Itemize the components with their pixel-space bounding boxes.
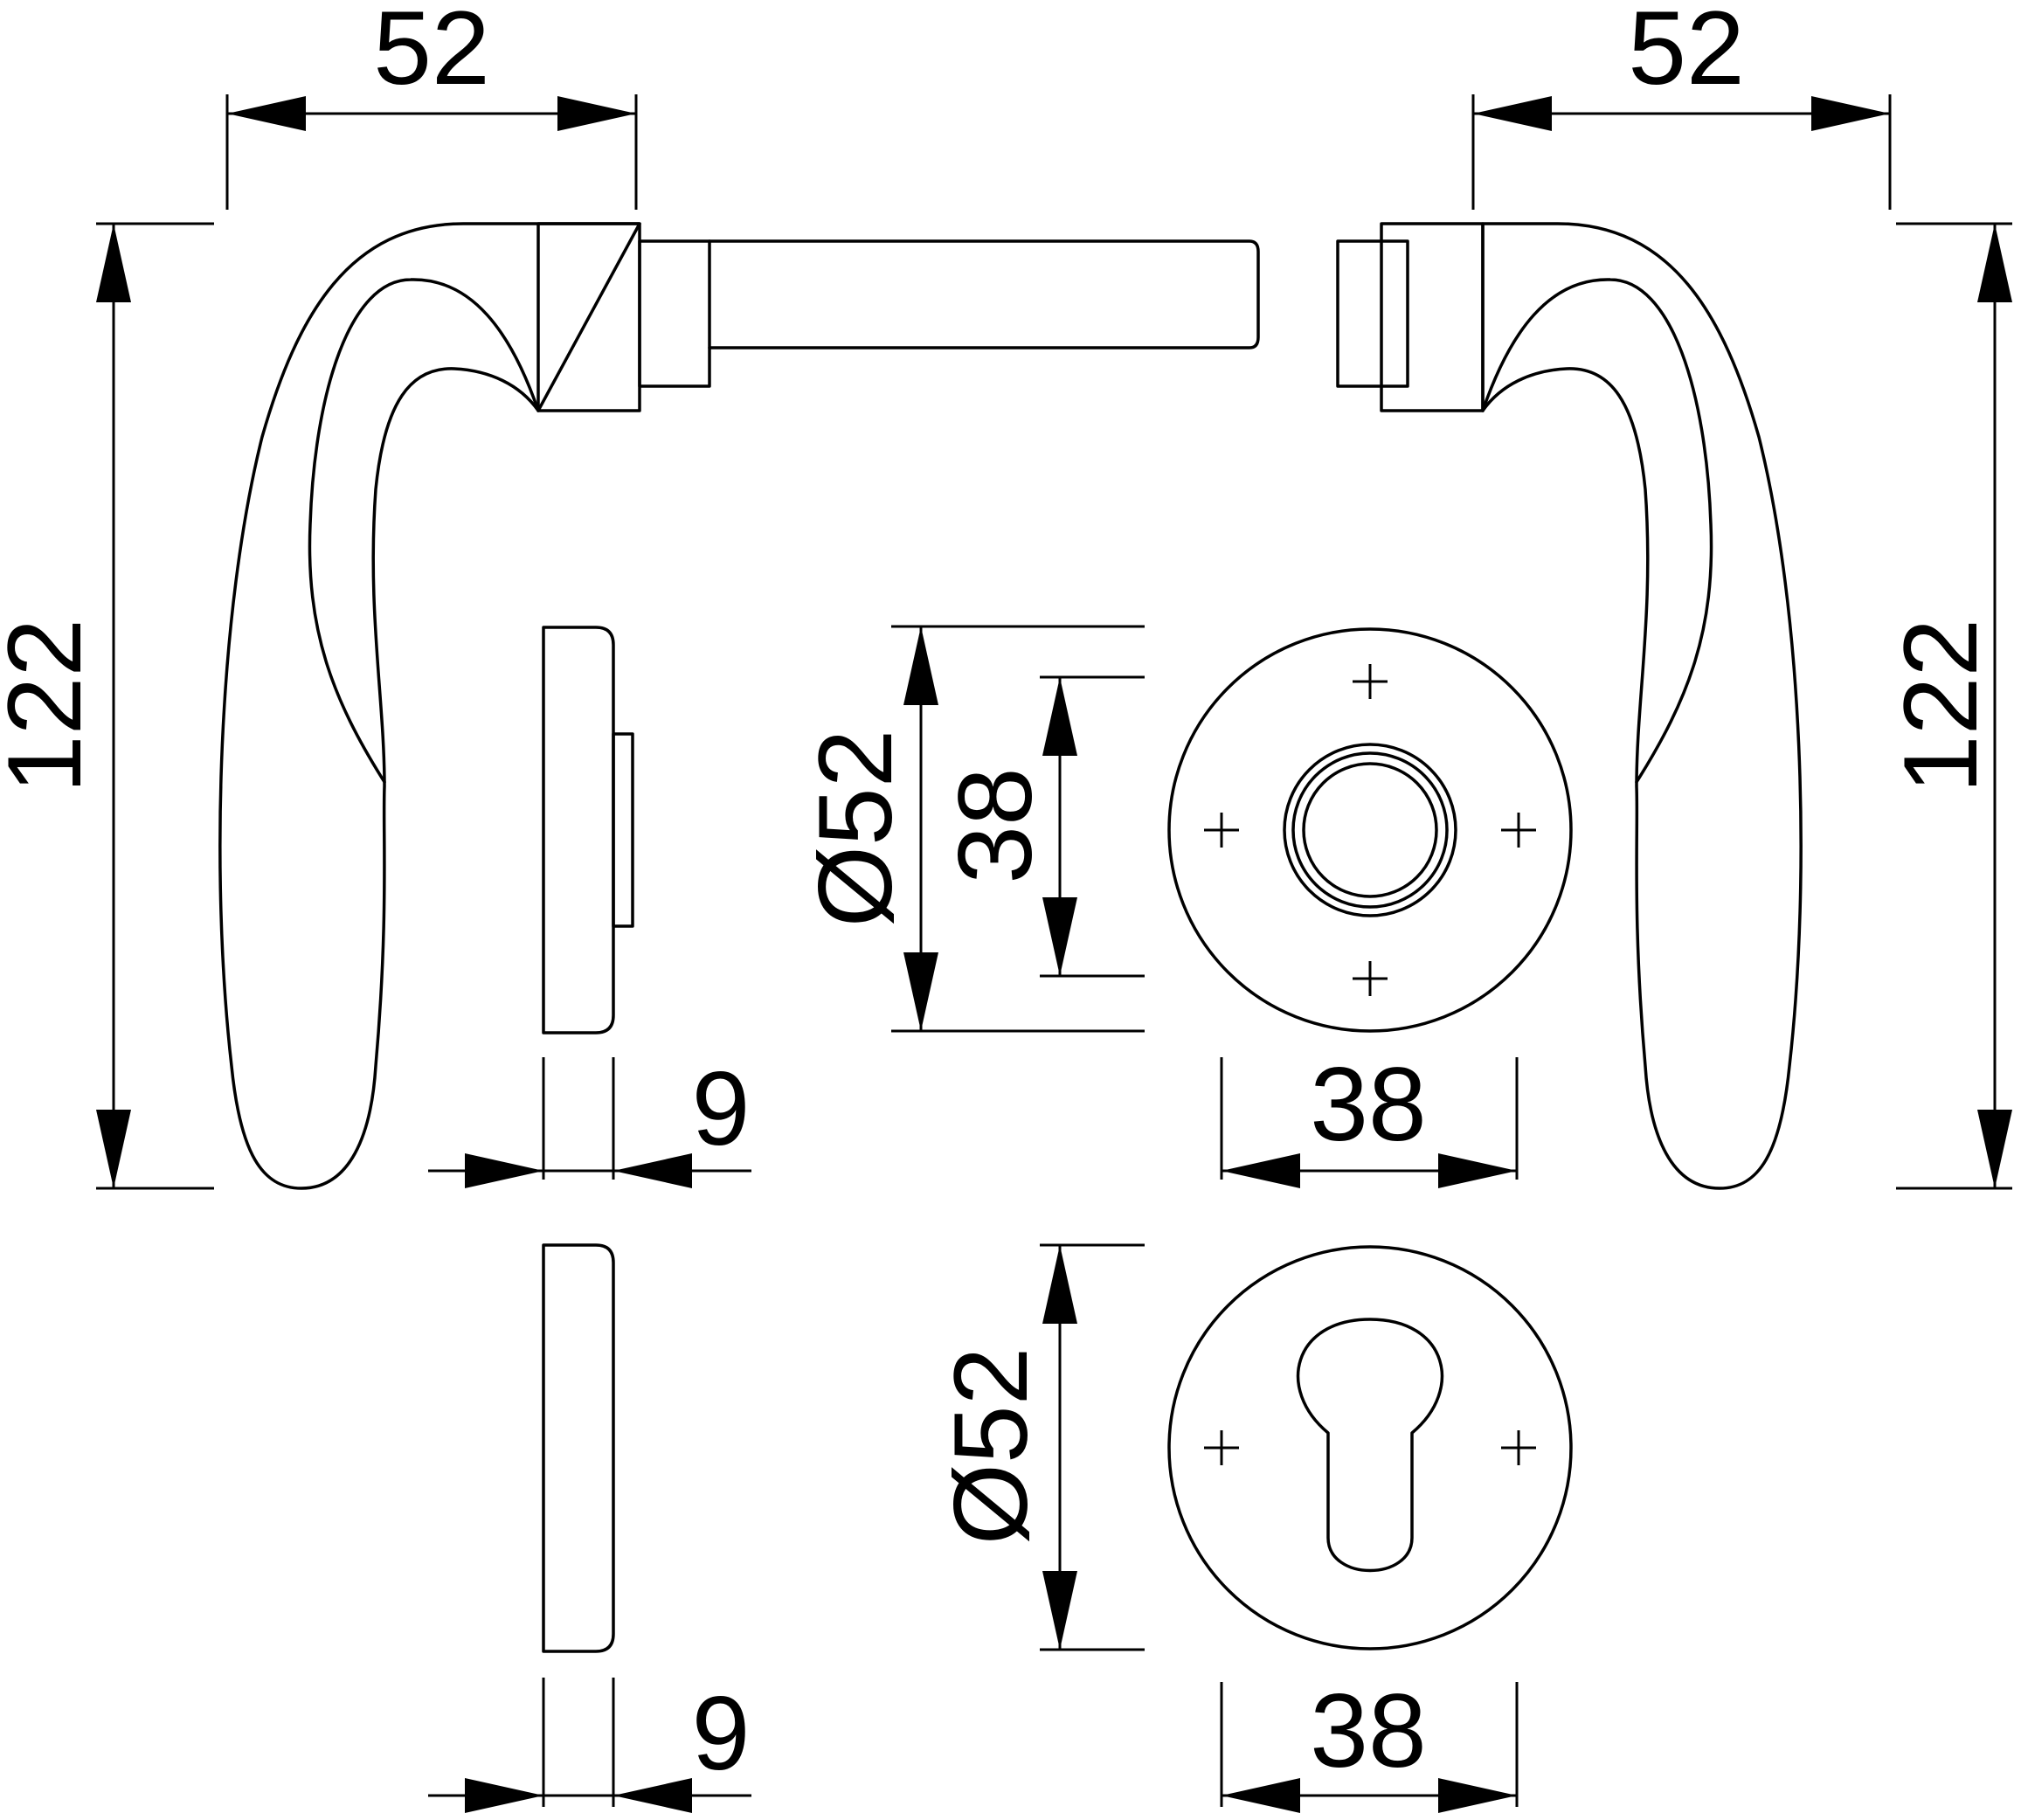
bottom-rose-diameter-label: Ø52 bbox=[932, 1347, 1049, 1546]
left-handle-dimensions: 52 122 bbox=[0, 0, 638, 1190]
cylinder-keyhole bbox=[1296, 1318, 1444, 1573]
top-rose-thickness-label: 9 bbox=[692, 1050, 751, 1167]
left-handle-width-label: 52 bbox=[373, 0, 489, 107]
bottom-rose-thickness-label: 9 bbox=[692, 1675, 751, 1792]
left-handle-lever bbox=[218, 222, 641, 1190]
right-handle-height-label: 122 bbox=[1882, 619, 1999, 793]
right-handle-lever bbox=[1481, 222, 1803, 1190]
right-handle-neck bbox=[1380, 222, 1485, 412]
bottom-rose-outer-circle bbox=[1167, 1245, 1573, 1650]
right-handle-width-label: 52 bbox=[1628, 0, 1744, 107]
bottom-rose-screw-marks bbox=[1204, 1430, 1536, 1465]
top-rose-outer-circle bbox=[1167, 627, 1573, 1033]
left-handle bbox=[218, 222, 1260, 1190]
bottom-rose-width-label: 38 bbox=[1310, 1672, 1426, 1789]
bottom-rose-front-view: Ø52 38 bbox=[932, 1243, 1573, 1813]
top-rose-screw-marks bbox=[1204, 664, 1536, 996]
right-handle-ridge bbox=[1481, 278, 1713, 784]
bottom-rose-side-view: 9 bbox=[428, 1243, 751, 1813]
top-rose-diameter-label: Ø52 bbox=[797, 730, 914, 928]
top-rose-ring-outer bbox=[1283, 743, 1457, 917]
top-rose-inner-ring-profile bbox=[612, 732, 634, 928]
left-handle-height-label: 122 bbox=[0, 619, 103, 793]
bottom-rose-profile bbox=[542, 1243, 615, 1653]
top-rose-profile bbox=[542, 626, 615, 1035]
top-rose-ring-inner bbox=[1302, 762, 1438, 898]
top-rose-ring-mid bbox=[1291, 751, 1449, 909]
top-rose-inner-diameter-label: 38 bbox=[937, 767, 1054, 883]
right-handle-dimensions: 52 122 bbox=[1471, 0, 2012, 1190]
top-rose-front-view: Ø52 38 38 bbox=[797, 625, 1573, 1188]
right-handle bbox=[1336, 222, 1803, 1190]
right-handle-collar bbox=[1336, 239, 1409, 388]
top-rose-side-view: 9 bbox=[428, 626, 751, 1188]
left-handle-collar bbox=[638, 239, 711, 388]
left-handle-spindle bbox=[708, 239, 1260, 349]
top-rose-width-label: 38 bbox=[1310, 1046, 1426, 1163]
left-handle-ridge bbox=[308, 278, 540, 784]
